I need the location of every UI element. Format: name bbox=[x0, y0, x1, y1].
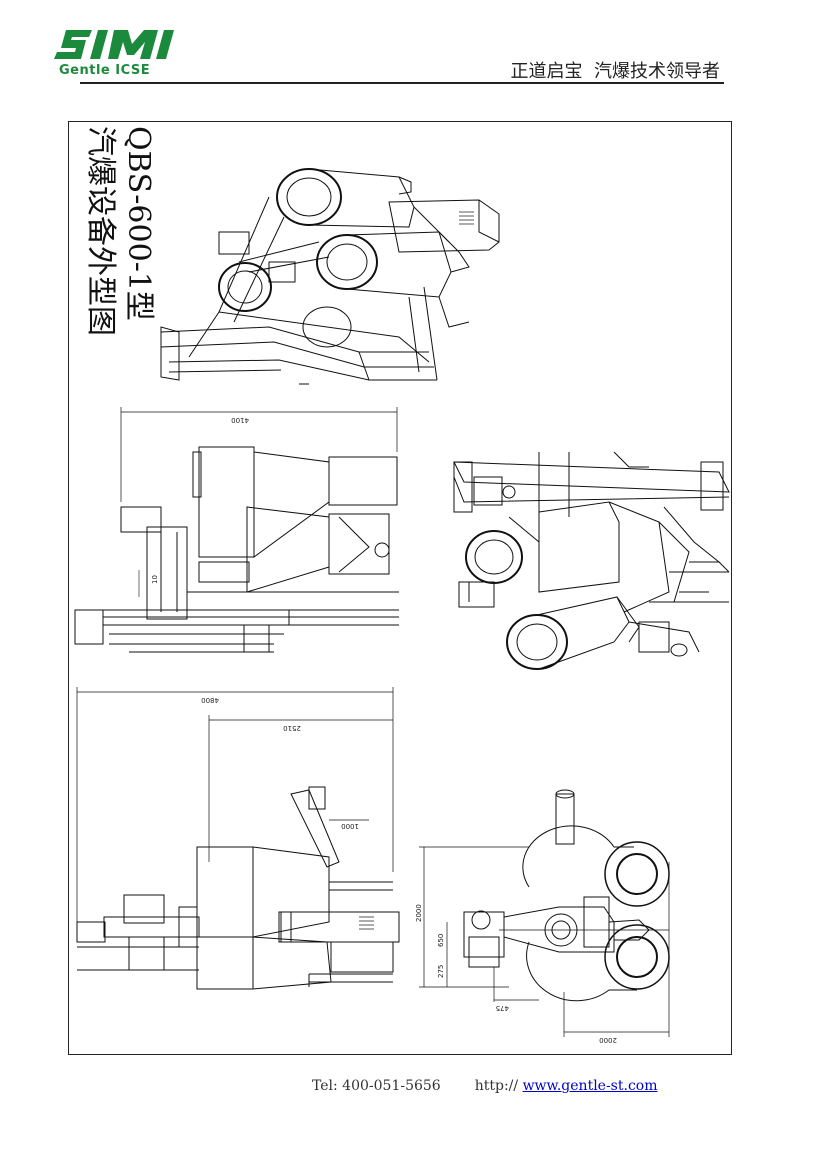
dim-top-width: 4100 bbox=[231, 416, 249, 424]
plan-view bbox=[419, 789, 670, 1037]
drawing-frame: 4100 10 4800 2510 1000 2000 650 275 475 … bbox=[68, 121, 732, 1055]
logo-mark-icon bbox=[54, 30, 174, 59]
dim-right-a: 650 bbox=[437, 934, 445, 947]
dim-bottom-width: 4800 bbox=[201, 696, 219, 704]
footer-http-label: http:// bbox=[474, 1078, 519, 1094]
drawing-title-model: QBS-600-1型 bbox=[121, 126, 156, 321]
company-logo: Gentle ICSE bbox=[52, 28, 192, 80]
dim-right-height: 2000 bbox=[415, 904, 423, 922]
technical-drawing: 4100 10 4800 2510 1000 2000 650 275 475 … bbox=[74, 168, 730, 1044]
dim-right-width: 2000 bbox=[599, 1036, 617, 1044]
dim-bottom-arm: 1000 bbox=[341, 822, 359, 830]
drawing-title: QBS-600-1型 汽爆设备外型图 bbox=[83, 126, 156, 336]
dimension-labels: 4100 10 4800 2510 1000 2000 650 275 475 … bbox=[151, 416, 617, 1044]
company-slogan: 正道启宝 汽爆技术领导者 bbox=[510, 61, 720, 82]
footer-tel: Tel: 400-051-5656 bbox=[312, 1078, 441, 1094]
front-elevation-view bbox=[74, 407, 399, 653]
drawing-title-caption: 汽爆设备外型图 bbox=[83, 126, 118, 336]
dim-bottom-inner: 2510 bbox=[283, 724, 301, 732]
footer-website-link[interactable]: www.gentle-st.com bbox=[522, 1078, 658, 1094]
isometric-view-right bbox=[453, 451, 730, 670]
header-divider bbox=[80, 82, 724, 84]
dim-right-c: 475 bbox=[496, 1004, 509, 1012]
isometric-view-top bbox=[160, 168, 500, 385]
dim-side-small: 10 bbox=[151, 575, 159, 584]
side-elevation-view bbox=[76, 687, 400, 990]
logo-subtitle: Gentle ICSE bbox=[59, 63, 151, 78]
dim-right-b: 275 bbox=[437, 965, 445, 978]
page-header: Gentle ICSE 正道启宝 汽爆技术领导者 bbox=[0, 0, 816, 90]
page-footer: Tel: 400-051-5656 http:// www.gentle-st.c… bbox=[312, 1078, 658, 1094]
